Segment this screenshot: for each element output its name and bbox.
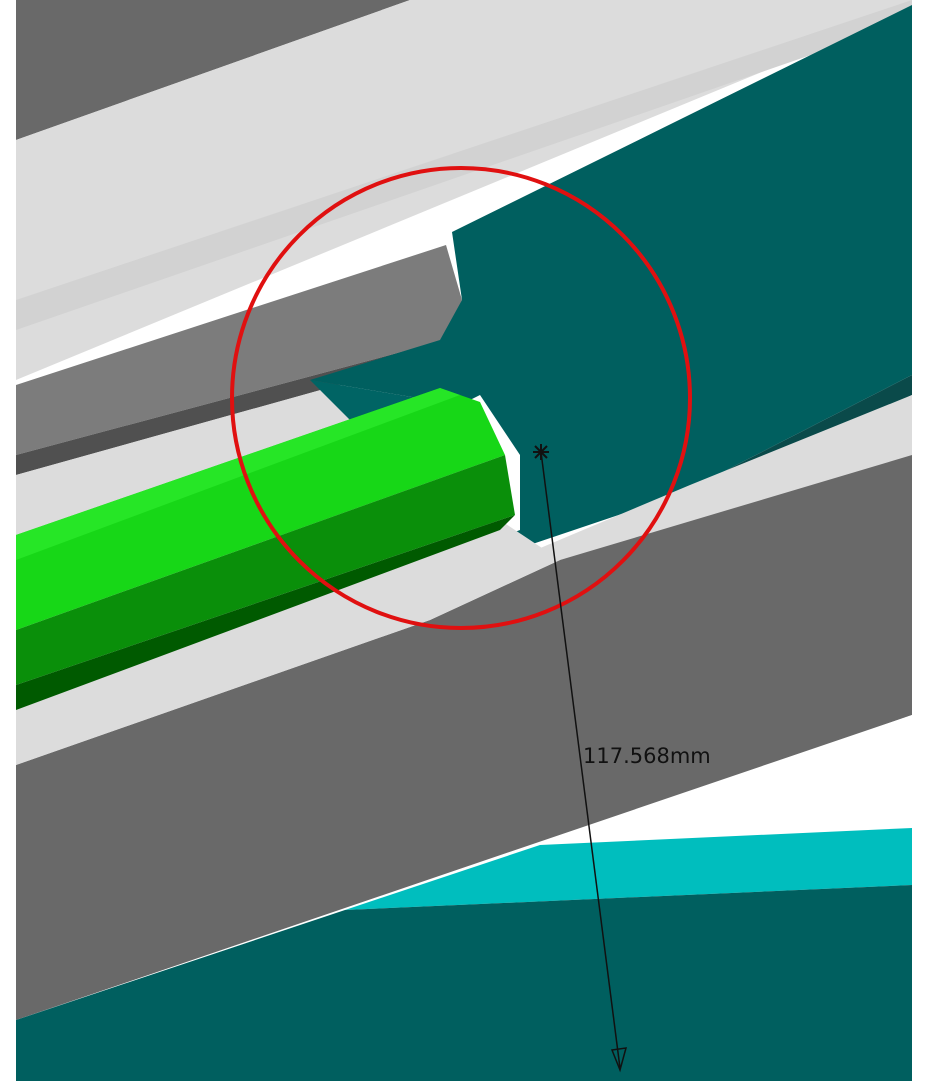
lower-light-strip <box>16 520 560 765</box>
left-margin <box>0 0 16 1081</box>
asterisk-marker-icon <box>533 444 549 460</box>
teal-upper-part-edge <box>678 375 912 495</box>
bottom-teal-region <box>16 885 912 1081</box>
cyan-band <box>345 828 912 910</box>
arrowhead-icon <box>610 1047 628 1073</box>
right-light-strip <box>500 395 912 565</box>
red-circle-highlight-icon <box>230 166 692 630</box>
lower-white-wedge <box>540 715 912 845</box>
teal-upper-part <box>310 5 912 565</box>
lower-dark-gray-body <box>16 455 912 1020</box>
green-shaft-bottom <box>16 515 515 710</box>
dimension-line <box>540 451 621 1069</box>
green-shaft-side <box>16 455 515 685</box>
upper-rail-highlight <box>16 0 912 330</box>
green-shaft-highlight <box>16 388 460 560</box>
dimension-label[interactable]: 117.568mm <box>583 744 711 768</box>
right-margin <box>912 0 928 1081</box>
